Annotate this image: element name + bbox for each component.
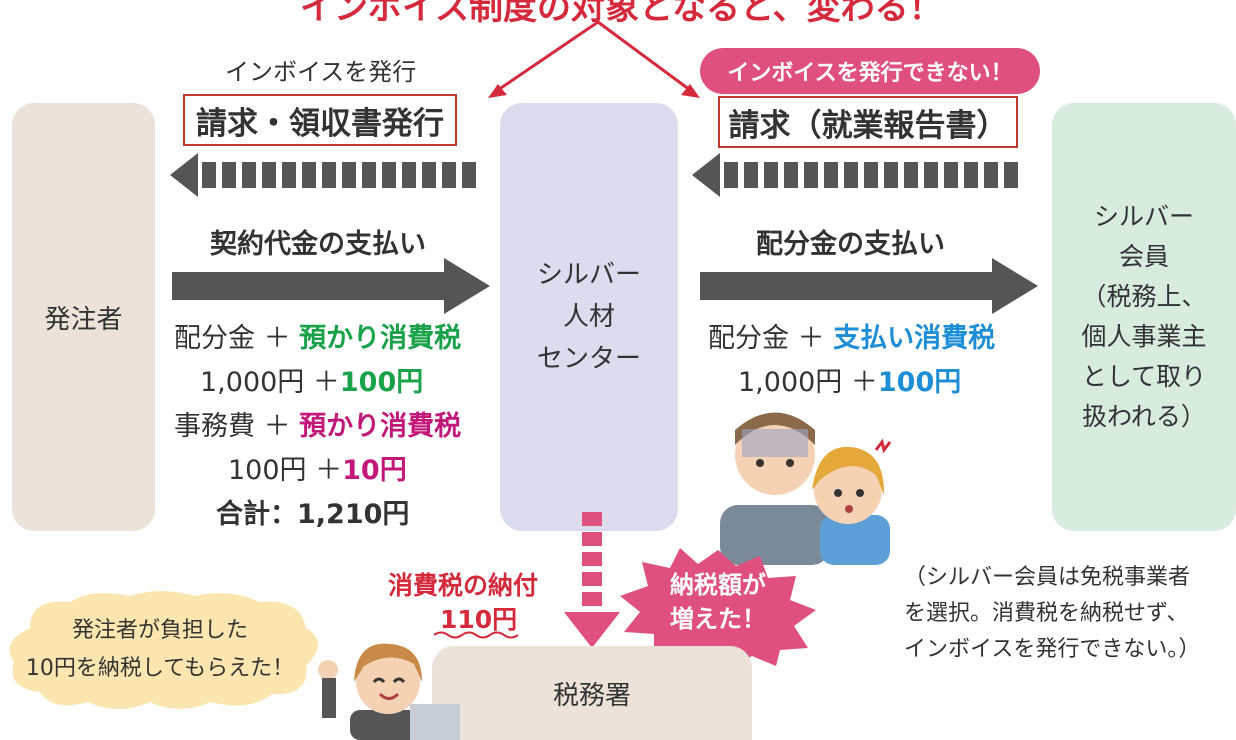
- left-total: 合計：1,210円: [216, 499, 410, 530]
- orderer-label: 発注者: [44, 304, 123, 335]
- member-line-1: シルバー: [1093, 202, 1194, 231]
- burst-line-1: 納税額が: [670, 571, 766, 599]
- center-line-2: 人材: [562, 302, 615, 332]
- tax-payment-amount: 110円: [440, 605, 518, 634]
- silver-member-box: シルバー 会員 （税務上、 個人事業主 として取り 扱われる）: [1052, 103, 1236, 531]
- issue-invoice-caption: インボイスを発行: [225, 58, 417, 86]
- tax-payment-arrow: [564, 512, 620, 648]
- speech-cloud: [9, 591, 319, 709]
- left-row3-tax: 預かり消費税: [299, 411, 462, 442]
- dashed-arrow-right-side: [692, 153, 1018, 197]
- orderer-box: 発注者: [12, 103, 155, 531]
- member-line-5: として取り: [1081, 362, 1207, 391]
- member-note-line-2: を選択。消費税を納税せず、: [904, 601, 1189, 626]
- silver-center-box: シルバー 人材 センター: [500, 103, 678, 531]
- member-line-4: 個人事業主: [1081, 322, 1207, 351]
- right-row1: 配分金 ＋ 支払い消費税: [708, 316, 995, 355]
- worried-people-illustration: [720, 412, 892, 565]
- right-row2-tax: 100円: [877, 367, 962, 398]
- contract-payment-title: 契約代金の支払い: [210, 229, 426, 260]
- center-line-1: シルバー: [536, 260, 641, 290]
- header-title: インボイス制度の対象となると、変わる！: [300, 0, 943, 28]
- left-row4-tax: 10円: [342, 455, 407, 486]
- burst-shape: [620, 548, 816, 668]
- left-row1: 配分金 ＋ 預かり消費税: [174, 316, 461, 355]
- member-line-6: 扱われる）: [1082, 402, 1206, 431]
- left-row2-tax: 100円: [339, 367, 424, 398]
- allocation-payment-title: 配分金の支払い: [756, 229, 945, 260]
- right-row2: 1,000円 ＋100円: [738, 360, 961, 399]
- member-note-line-1: （シルバー会員は免税事業者: [904, 565, 1191, 590]
- left-row3: 事務費 ＋ 預かり消費税: [174, 404, 461, 443]
- tax-office-box: 税務署: [432, 646, 752, 740]
- left-row2-base: 1,000円 ＋: [200, 367, 340, 398]
- burst-text: 納税額が 増えた！: [648, 568, 788, 636]
- speech-line-1: 発注者が負担した: [71, 618, 248, 643]
- left-row4: 100円 ＋10円: [228, 448, 407, 487]
- tax-payment-title: 消費税の納付: [388, 571, 539, 600]
- cannot-issue-badge: インボイスを発行できない！: [700, 48, 1040, 94]
- solid-arrow-right-flow: [700, 258, 1038, 314]
- right-row1-tax: 支払い消費税: [833, 323, 996, 354]
- billing-receipt-label: 請求・領収書発行: [183, 94, 457, 146]
- left-row2: 1,000円 ＋100円: [200, 360, 423, 399]
- speech-text: 発注者が負担した 10円を納税してもらえた！: [0, 612, 320, 688]
- left-row1-base: 配分金 ＋: [174, 323, 300, 354]
- tax-office-label: 税務署: [552, 680, 631, 711]
- left-row3-base: 事務費 ＋: [174, 411, 300, 442]
- dashed-arrow-left: [170, 153, 476, 197]
- member-line-2: 会員: [1118, 242, 1169, 271]
- amount-underline: [434, 631, 519, 639]
- solid-arrow-left-flow: [172, 258, 490, 314]
- left-row1-tax: 預かり消費税: [299, 323, 462, 354]
- billing-report-label: 請求（就業報告書）: [718, 96, 1018, 148]
- center-line-3: センター: [536, 344, 641, 374]
- member-line-3: （税務上、: [1081, 282, 1207, 311]
- left-row4-base: 100円 ＋: [228, 455, 343, 486]
- speech-line-2: 10円を納税してもらえた！: [25, 656, 295, 681]
- happy-person-illustration: [318, 643, 460, 740]
- right-row1-base: 配分金 ＋: [708, 323, 834, 354]
- member-note-line-3: インボイスを発行できない。）: [904, 637, 1201, 662]
- member-note: （シルバー会員は免税事業者 を選択。消費税を納税せず、 インボイスを発行できない…: [904, 560, 1200, 668]
- right-row2-base: 1,000円 ＋: [738, 367, 878, 398]
- header-arrows: [488, 20, 700, 98]
- burst-line-2: 増えた！: [670, 605, 766, 633]
